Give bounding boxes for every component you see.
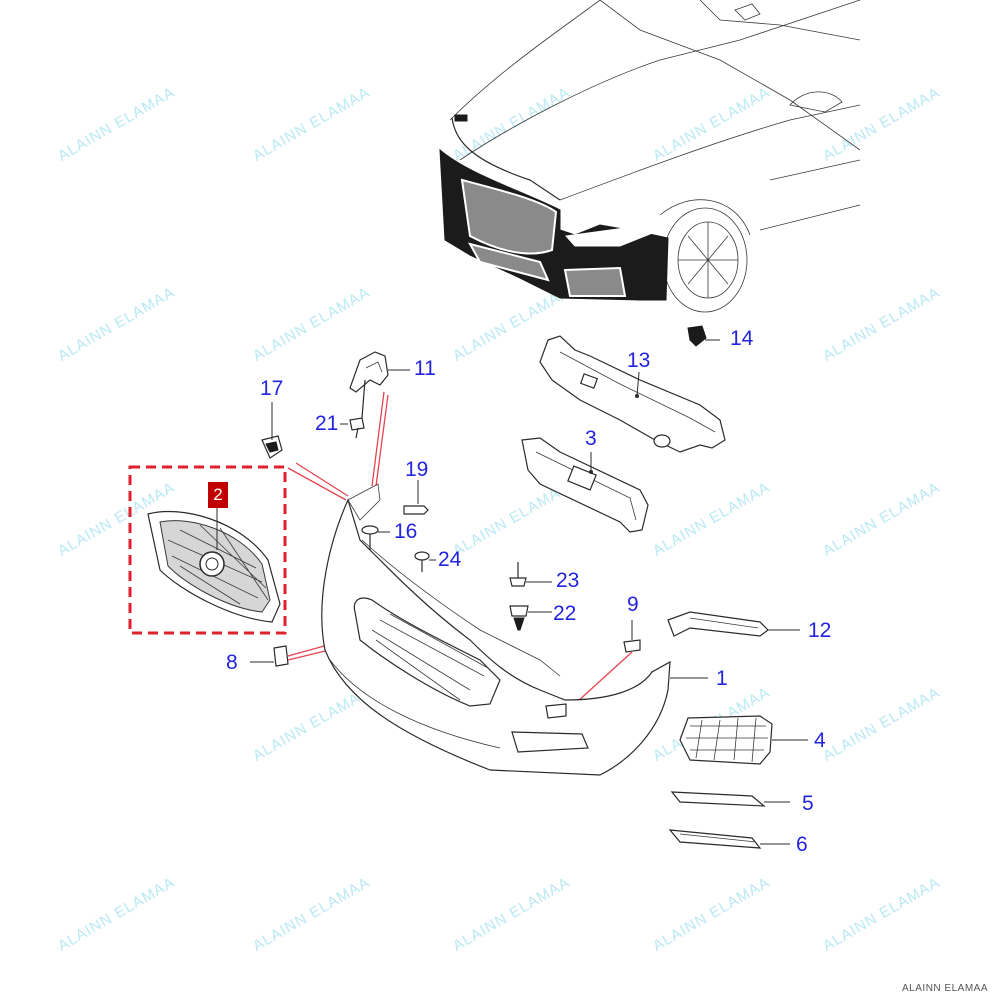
part-14-clip (687, 325, 707, 347)
callout-16[interactable]: 16 (394, 520, 418, 543)
part-11-side-bracket (349, 351, 389, 393)
callout-22[interactable]: 22 (553, 602, 577, 625)
part-9-tow-eye-cover (623, 639, 641, 653)
part-2-radiator-grille (147, 510, 281, 623)
callout-13[interactable]: 13 (627, 349, 651, 372)
callout-11[interactable]: 11 (414, 357, 436, 380)
car-overview-illustration (439, 0, 861, 313)
part-21-bolt (349, 379, 366, 439)
callout-8[interactable]: 8 (226, 651, 238, 674)
callout-9[interactable]: 9 (627, 593, 639, 616)
part-17-bracket (261, 435, 283, 459)
callout-17[interactable]: 17 (260, 377, 284, 400)
part-24-cap (414, 551, 430, 572)
part-5-trim-strip (670, 791, 766, 807)
callout-3[interactable]: 3 (585, 427, 597, 450)
callout-23[interactable]: 23 (556, 569, 580, 592)
part-12-strip (667, 611, 769, 637)
part-13-upper-bracket (539, 335, 726, 453)
part-8-bracket (273, 645, 289, 667)
callout-6[interactable]: 6 (796, 833, 808, 856)
part-1-front-bumper-cover (321, 483, 671, 776)
part-6-trim-strip (668, 829, 762, 849)
part-19-pin (403, 505, 429, 515)
part-16-fastener (361, 525, 379, 552)
callout-1[interactable]: 1 (716, 667, 728, 690)
callout-5[interactable]: 5 (802, 792, 814, 815)
part-23-screw (509, 562, 527, 587)
callout-19[interactable]: 19 (405, 458, 429, 481)
callout-12[interactable]: 12 (808, 619, 832, 642)
corner-watermark: ALAINN ELAMAA (902, 983, 988, 994)
callout-14[interactable]: 14 (730, 327, 754, 350)
callout-21[interactable]: 21 (315, 412, 339, 435)
part-4-side-grille (679, 715, 773, 765)
callout-2-highlighted[interactable]: 2 (208, 482, 228, 508)
callout-4[interactable]: 4 (814, 729, 826, 752)
callout-24[interactable]: 24 (438, 548, 462, 571)
part-3-license-plate-bracket (521, 437, 649, 533)
wheel-illustration (662, 207, 748, 313)
part-22-clip-nut (509, 605, 529, 631)
